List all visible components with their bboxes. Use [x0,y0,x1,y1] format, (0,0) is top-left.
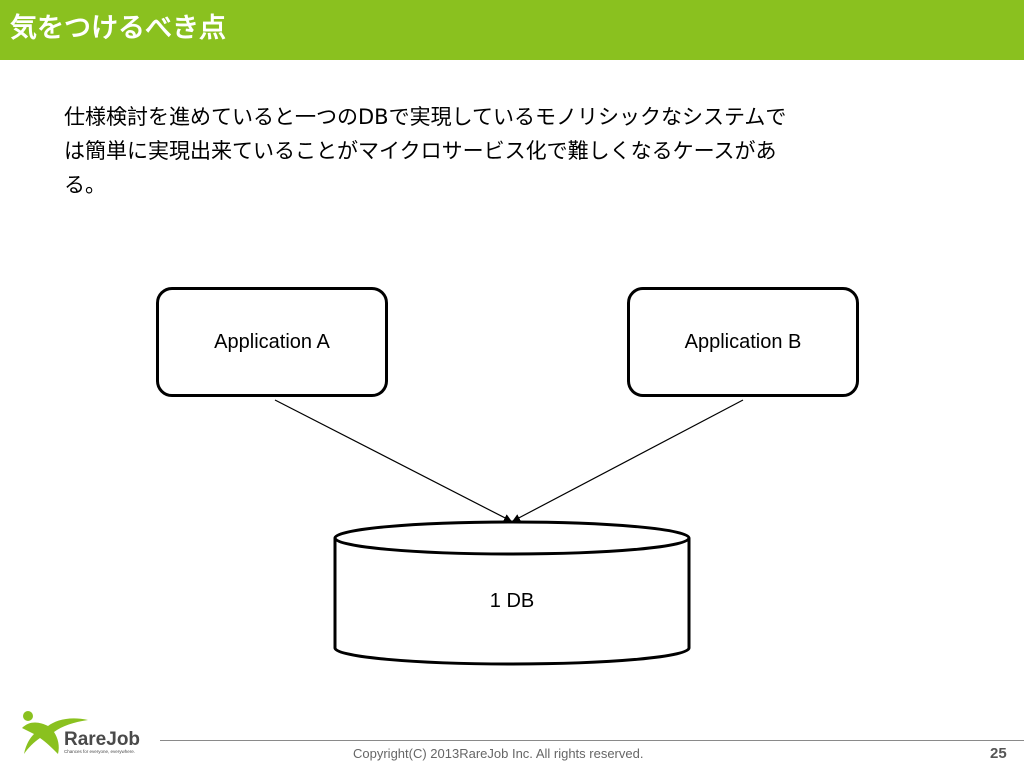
edge-app-b-to-db [512,399,744,522]
page-number: 25 [990,745,1007,762]
slide-title: 気をつけるべき点 [10,13,226,44]
application-b-node: Application B [627,287,859,397]
application-a-label: Application A [214,330,330,353]
logo-mark-icon [22,711,88,754]
logo-tagline: Chances for everyone, everywhere. [64,749,135,754]
rarejob-logo: RareJob Chances for everyone, everywhere… [22,711,140,754]
edge-app-a-to-db [274,399,512,522]
slide-body-text: 仕様検討を進めていると一つのDBで実現しているモノリシックなシステムで は簡単に… [64,105,787,197]
logo-wordmark: RareJob [64,729,140,750]
copyright-text: Copyright(C) 2013RareJob Inc. All rights… [353,746,644,761]
application-a-node: Application A [156,287,388,397]
db-label: 1 DB [489,590,535,612]
footer-divider [160,740,1024,741]
title-bar: 気をつけるべき点 [0,0,1024,60]
db-cylinder [333,520,691,666]
application-b-label: Application B [684,330,802,353]
